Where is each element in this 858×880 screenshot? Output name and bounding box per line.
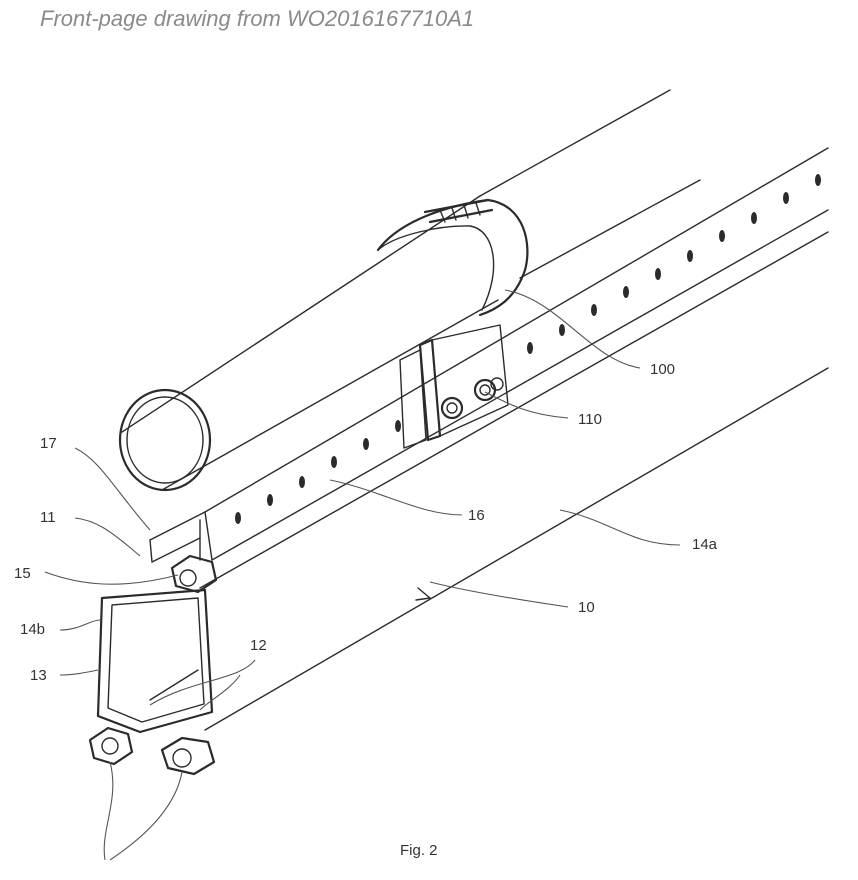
label-10: 10 — [578, 599, 595, 616]
label-17: 17 — [40, 435, 57, 452]
label-14b: 14b — [20, 621, 45, 638]
nuts — [90, 556, 216, 774]
mounting-bracket — [400, 325, 508, 448]
pipe — [120, 90, 700, 490]
label-13: 13 — [30, 667, 47, 684]
label-14a: 14a — [692, 536, 718, 553]
leader-lines — [45, 290, 680, 860]
label-110: 110 — [578, 411, 602, 428]
clamp-collar — [378, 200, 527, 315]
rail-profile — [98, 232, 828, 732]
label-12: 12 — [250, 637, 267, 654]
figure-label: Fig. 2 — [400, 842, 438, 859]
label-16: 16 — [468, 507, 485, 524]
label-100: 100 — [650, 361, 675, 378]
label-15: 15 — [14, 565, 31, 582]
label-11: 11 — [40, 509, 56, 526]
